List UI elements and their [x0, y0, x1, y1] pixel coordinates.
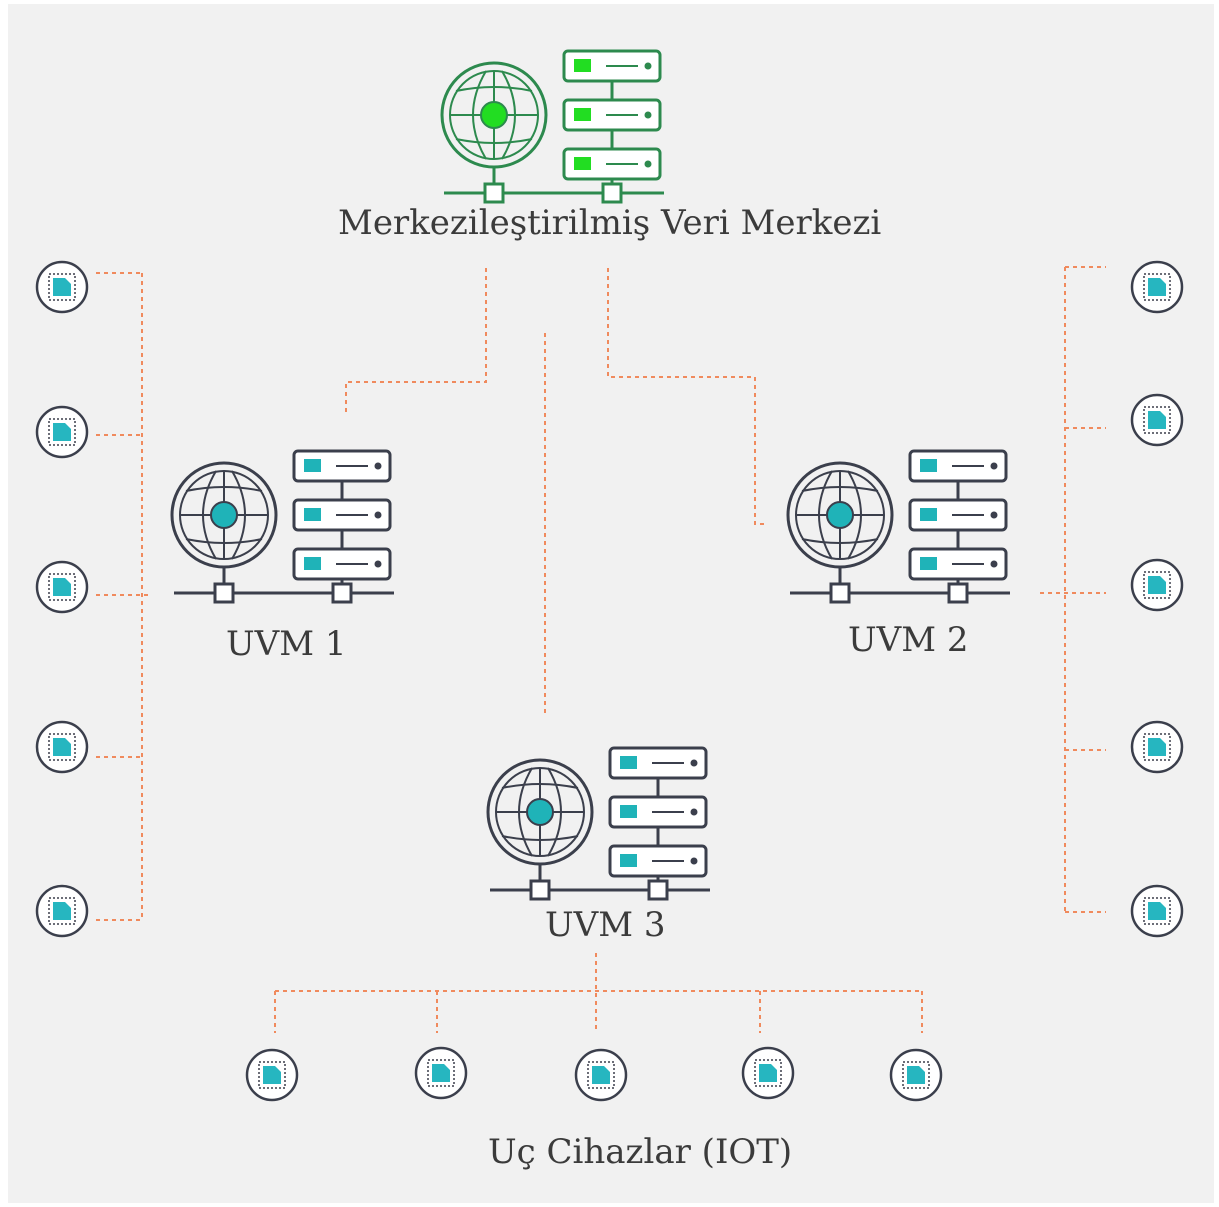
uvm3-server-rack-icon: [608, 746, 708, 878]
uvm1-globe-icon: [170, 461, 278, 569]
link-center-uvm1: [345, 268, 487, 415]
chip-icon: [35, 405, 89, 459]
chip-icon: [35, 560, 89, 614]
central-title: Merkezileştirilmiş Veri Merkezi: [338, 203, 882, 243]
chip-icon: [1130, 720, 1184, 774]
uvm1-server-rack-icon: [292, 449, 392, 581]
chip-icon: [1130, 393, 1184, 447]
chip-icon: [35, 720, 89, 774]
uvm3-globe-icon: [486, 758, 594, 866]
central-globe-server-icon: [440, 49, 664, 204]
chip-icon: [35, 260, 89, 314]
uvm2-globe-icon: [786, 461, 894, 569]
iot-devices-label: Uç Cihazlar (IOT): [488, 1132, 793, 1172]
edge-node-uvm3: [486, 746, 710, 901]
edge-node-uvm1: [170, 449, 394, 604]
chip-icon: [414, 1046, 468, 1100]
iot-devices: [35, 260, 1184, 1102]
chip-icon: [245, 1048, 299, 1102]
connector-lines: [96, 266, 1106, 1033]
chip-icon: [741, 1046, 795, 1100]
chip-icon: [1130, 884, 1184, 938]
uvm1-label: UVM 1: [226, 624, 347, 664]
uvm1-globe-server-icon: [170, 449, 394, 604]
uvm2-server-rack-icon: [908, 449, 1008, 581]
diagram-background: [8, 4, 1214, 1203]
chip-icon: [35, 884, 89, 938]
uvm3-globe-server-icon: [486, 746, 710, 901]
uvm2-label: UVM 2: [848, 620, 969, 660]
chip-icon: [889, 1048, 943, 1102]
uvm2-globe-server-icon: [786, 449, 1010, 604]
link-center-uvm2: [607, 268, 768, 525]
chip-icon: [574, 1048, 628, 1102]
chip-icon: [1130, 558, 1184, 612]
central-data-center-node: [440, 49, 664, 204]
chip-icon: [1130, 260, 1184, 314]
edge-node-uvm2: [786, 449, 1010, 604]
central-globe-icon: [440, 61, 548, 169]
uvm3-label: UVM 3: [545, 905, 666, 945]
central-server-rack-icon: [562, 49, 662, 181]
